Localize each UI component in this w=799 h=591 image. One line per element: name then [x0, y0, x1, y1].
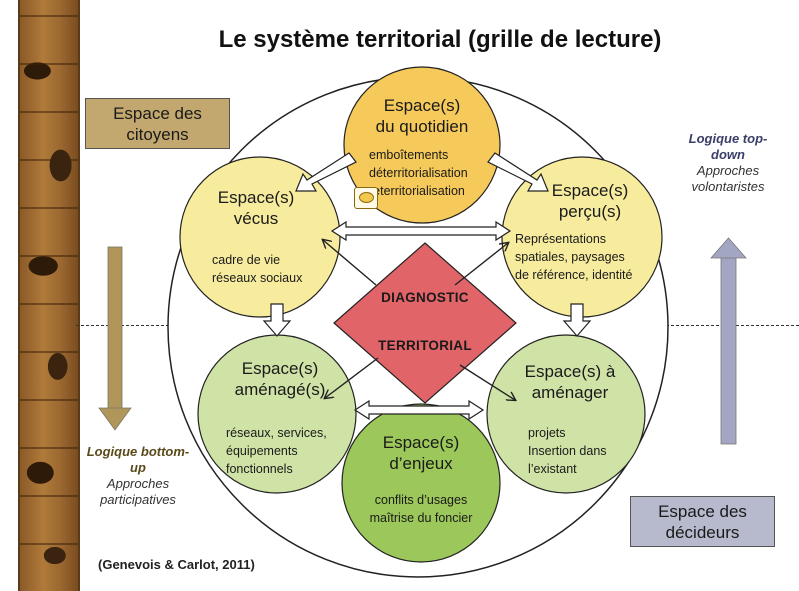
vecus-body-line: cadre de vie — [212, 253, 281, 267]
diagnostic-diamond — [333, 242, 517, 404]
logic-bottom-up-subtitle: Approches participatives — [100, 476, 176, 507]
vecus-title-l1: Espace(s) — [217, 188, 295, 207]
box-espace-citoyens: Espace des citoyens — [85, 98, 230, 149]
block-arrow-percus-a-amenager — [562, 303, 592, 337]
vecus-title: Espace(s) vécus — [196, 187, 316, 229]
block-arrow-quotidien-vecus — [295, 152, 357, 192]
diagnostic-line2: TERRITORIAL — [378, 338, 472, 353]
amenages-title-l1: Espace(s) — [241, 359, 319, 378]
percus-body-line: de référence, identité — [515, 268, 633, 282]
citation: (Genevois & Carlot, 2011) — [98, 557, 255, 572]
a-amenager-body-line: Insertion dans — [528, 444, 607, 458]
logic-top-down-title: Logique top-down — [688, 131, 768, 162]
percus-body: Représentations spatiales, paysages de r… — [515, 230, 632, 284]
enjeux-title: Espace(s) d’enjeux — [361, 432, 481, 474]
amenages-body-line: réseaux, services, — [226, 426, 327, 440]
quotidien-body-line: déterritorialisation — [369, 166, 468, 180]
circle-quotidien — [343, 66, 501, 224]
percus-body-line: Représentations — [515, 232, 607, 246]
block-arrow-vecus-amenages — [262, 303, 292, 337]
logic-bottom-up-title: Logique bottom-up — [86, 444, 190, 475]
quotidien-title-l2: du quotidien — [375, 117, 469, 136]
quotidien-body-line: emboîtements — [369, 148, 449, 162]
logic-bottom-up: Logique bottom-up Approches participativ… — [82, 444, 194, 508]
block-arrow-amenages-a-amenager — [353, 399, 485, 421]
logic-top-down-subtitle: Approches volontaristes — [691, 163, 765, 194]
arrow-diamond-amenages — [325, 357, 379, 398]
a-amenager-title-l2: aménager — [531, 383, 609, 402]
quotidien-title-l1: Espace(s) — [383, 96, 461, 115]
vecus-body: cadre de vie réseaux sociaux — [212, 251, 302, 287]
comment-bubble-icon — [359, 192, 374, 203]
box-espace-decideurs: Espace des décideurs — [630, 496, 775, 547]
percus-title: Espace(s) perçu(s) — [530, 180, 650, 222]
arrow-top-down-icon — [710, 237, 747, 445]
circle-a-amenager — [486, 334, 646, 494]
enjeux-title-l2: d’enjeux — [389, 454, 453, 473]
arrow-bottom-up-icon — [98, 246, 132, 431]
enjeux-body: conflits d’usages maîtrise du foncier — [361, 491, 481, 527]
logic-top-down: Logique top-down Approches volontaristes — [672, 131, 784, 195]
circle-vecus — [179, 156, 341, 318]
comment-icon[interactable] — [354, 187, 378, 209]
arrow-diamond-percus — [454, 243, 508, 286]
percus-title-l2: perçu(s) — [558, 202, 622, 221]
a-amenager-body: projets Insertion dans l’existant — [528, 424, 607, 478]
vecus-body-line: réseaux sociaux — [212, 271, 303, 285]
arrow-diamond-a-amenager — [459, 364, 515, 400]
circle-enjeux — [341, 403, 501, 563]
amenages-title: Espace(s) aménagé(s) — [220, 358, 340, 400]
enjeux-body-line: maîtrise du foncier — [369, 511, 473, 525]
enjeux-title-l1: Espace(s) — [382, 433, 460, 452]
a-amenager-title: Espace(s) à aménager — [510, 361, 630, 403]
arrow-diamond-vecus — [323, 240, 377, 286]
vecus-title-l2: vécus — [233, 209, 279, 228]
enjeux-body-line: conflits d’usages — [374, 493, 468, 507]
block-arrow-vecus-percus — [330, 220, 512, 242]
diagnostic-line1: DIAGNOSTIC — [381, 290, 469, 305]
amenages-body: réseaux, services, équipements fonctionn… — [226, 424, 327, 478]
page-title: Le système territorial (grille de lectur… — [218, 26, 662, 53]
amenages-body-line: fonctionnels — [226, 462, 293, 476]
percus-body-line: spatiales, paysages — [515, 250, 625, 264]
block-arrow-quotidien-percus — [487, 152, 549, 192]
a-amenager-title-l1: Espace(s) à — [524, 362, 616, 381]
map-texture-strip — [18, 0, 80, 591]
a-amenager-body-line: l’existant — [528, 462, 577, 476]
amenages-body-line: équipements — [226, 444, 298, 458]
a-amenager-body-line: projets — [528, 426, 566, 440]
amenages-title-l2: aménagé(s) — [234, 380, 326, 399]
quotidien-body: emboîtements déterritorialisation reterr… — [369, 146, 468, 200]
quotidien-title: Espace(s) du quotidien — [352, 95, 492, 137]
quotidien-body-line: reterritorialisation — [369, 184, 465, 198]
percus-title-l1: Espace(s) — [551, 181, 629, 200]
